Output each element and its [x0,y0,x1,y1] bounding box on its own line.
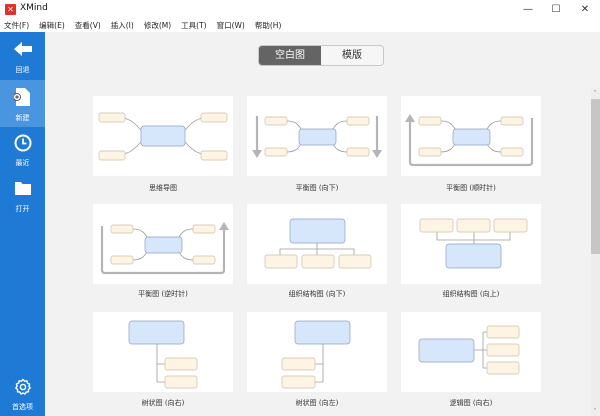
template-balance-down[interactable]: 平衡图 (向下) [247,96,387,192]
logic-right-preview-icon [418,325,520,375]
template-balance-clockwise[interactable]: 平衡图 (顺时针) [401,96,541,192]
menu-insert[interactable]: 插入(I) [110,21,134,30]
sidebar-item-recent[interactable]: 最近 [0,128,45,175]
template-balance-counterclockwise[interactable]: 平衡图 (逆时针) [93,204,233,298]
new-file-icon [13,88,30,106]
org-down-preview-icon [264,218,372,269]
template-org-up[interactable]: 组织结构图 (向上) [401,204,541,298]
menu-edit[interactable]: 编辑(E) [39,21,65,30]
clock-icon [14,134,31,152]
menu-tools[interactable]: 工具(T) [181,21,207,30]
template-logic-right[interactable]: 逻辑图 (向右) [401,312,541,407]
title-bar: ✕ XMind — ☐ ✕ [0,0,600,19]
gear-icon [14,378,31,395]
tab-templates[interactable]: 模版 [342,50,362,61]
sidebar-item-open[interactable]: 打开 [0,176,45,223]
tree-right-preview-icon [128,320,198,389]
template-tree-left[interactable]: 树状图 (向左) [247,312,387,407]
menu-modify[interactable]: 修改(M) [143,21,172,30]
menu-view[interactable]: 查看(V) [74,21,101,30]
sidebar-item-preferences[interactable]: 首选项 [0,369,45,416]
template-tree-right[interactable]: 树状图 (向右) [93,312,233,407]
balance-counterclockwise-preview-icon [100,222,229,275]
window-title: XMind [20,3,48,13]
close-button[interactable]: ✕ [580,4,590,15]
sidebar-item-back[interactable]: 回退 [0,32,45,79]
template-org-down[interactable]: 组织结构图 (向下) [247,204,387,298]
sidebar-item-new[interactable]: 新建 [0,80,45,127]
tree-left-preview-icon [281,320,351,389]
menu-help[interactable]: 帮助(H) [254,21,282,30]
maximize-button[interactable]: ☐ [551,4,561,15]
scroll-thumb[interactable] [591,99,600,254]
tab-blank-map[interactable]: 空白图 [259,46,321,65]
scroll-up-icon[interactable]: ˄ [593,90,597,97]
balance-clockwise-preview-icon [405,114,534,167]
arrow-left-icon [13,42,32,56]
xmind-logo-icon: ✕ [5,4,16,15]
balance-down-preview-icon [252,116,382,158]
org-up-preview-icon [419,218,528,269]
scroll-down-icon[interactable]: ˅ [593,408,597,415]
mind-map-preview-icon [98,112,228,161]
sidebar: 回退 新建 最近 打开 首选项 [0,32,45,416]
template-mind-map[interactable]: 思维导图 [93,96,233,192]
menu-window[interactable]: 窗口(W) [216,21,245,30]
menu-file[interactable]: 文件(F) [4,21,30,30]
minimize-button[interactable]: — [523,4,533,15]
mode-switch: 空白图 模版 [258,45,384,66]
menu-bar: 文件(F) 编辑(E) 查看(V) 插入(I) 修改(M) 工具(T) 窗口(W… [0,19,600,32]
folder-icon [14,182,31,195]
vertical-scrollbar[interactable]: ˄ ˅ [590,32,600,416]
template-gallery: 空白图 模版 思维导图 平衡图 (向下) [46,32,590,416]
